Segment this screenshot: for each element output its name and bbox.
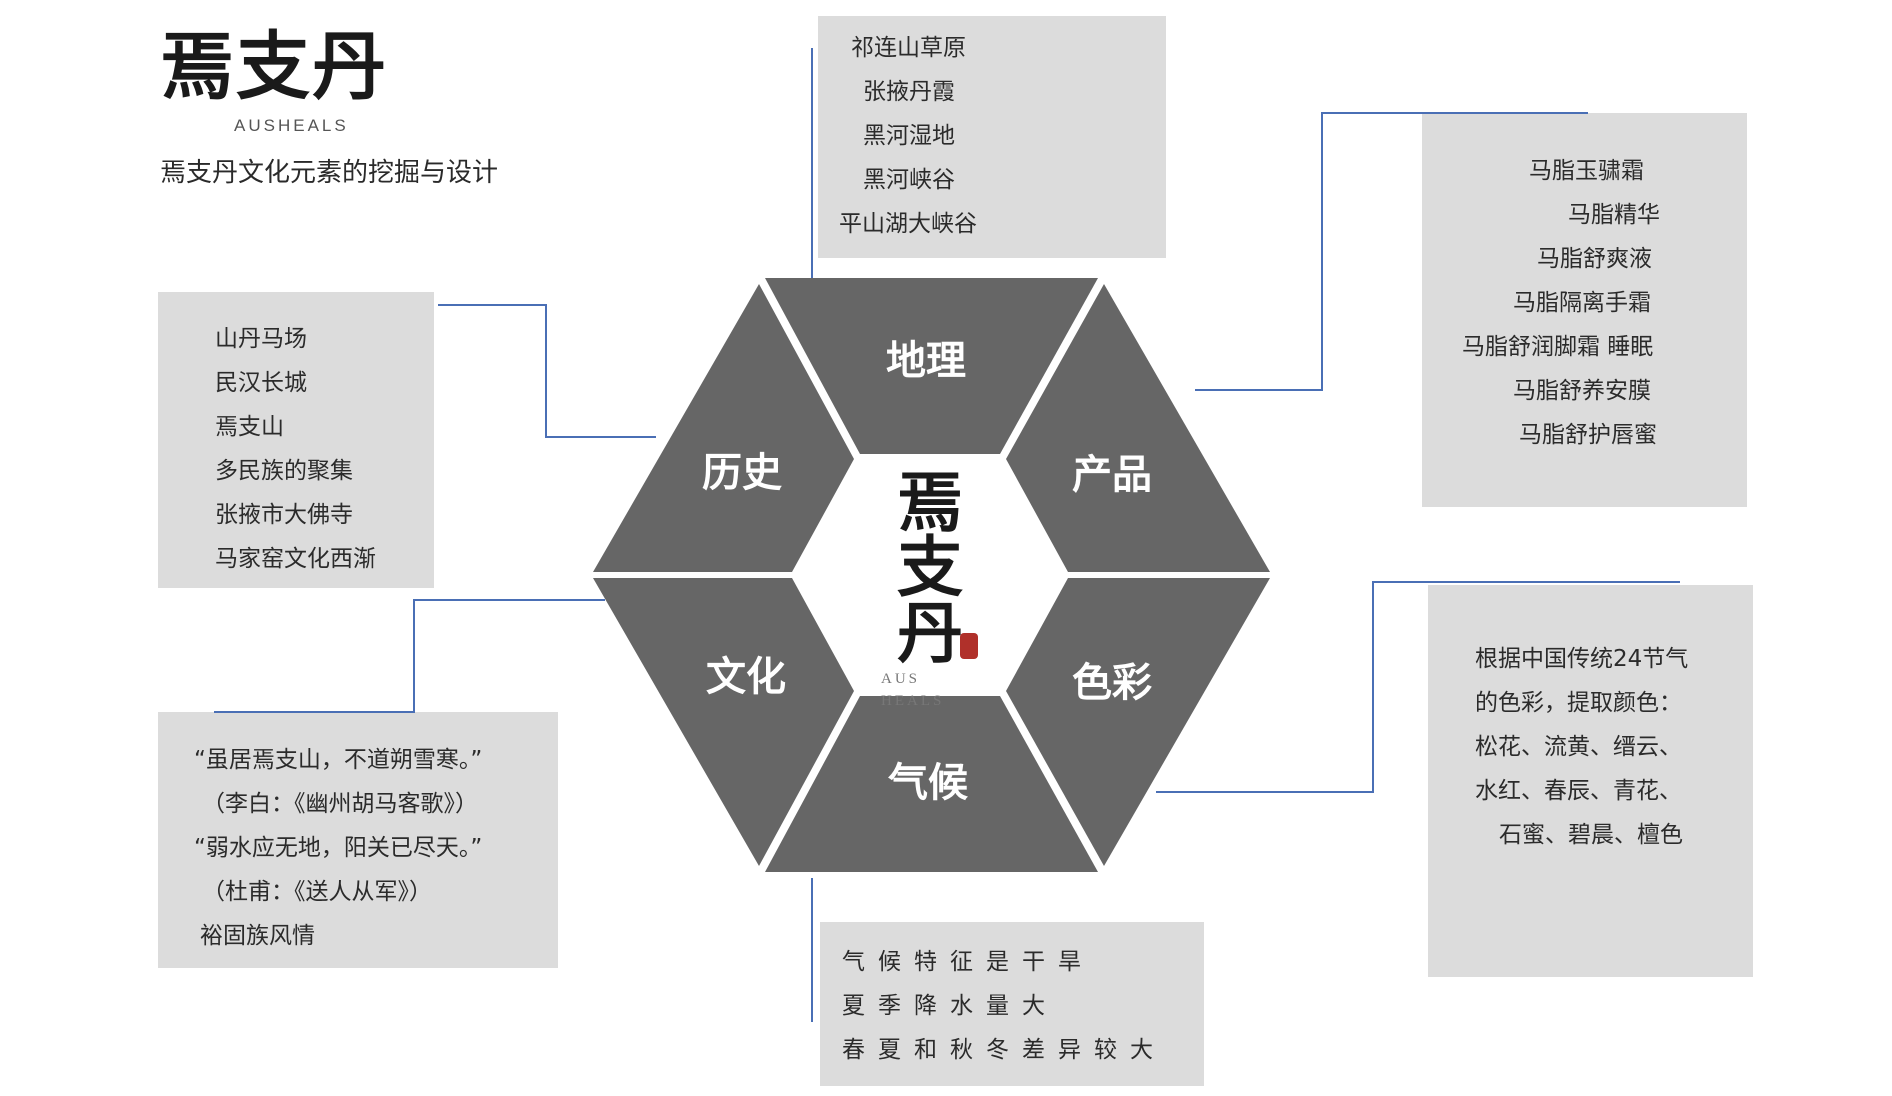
center-sub-1: AUS: [881, 670, 921, 687]
hex-label-color: 色彩: [1072, 660, 1152, 706]
connector-product: [1195, 112, 1588, 391]
brand-logo: 焉支丹 AUSHEALS: [160, 30, 460, 136]
segment-culture: [593, 578, 854, 866]
list-item: 的色彩，提取颜色：: [1475, 690, 1682, 716]
list-item: 石蜜、碧晨、檀色: [1499, 822, 1683, 848]
list-item: 马脂舒护唇蜜: [1519, 422, 1657, 448]
hex-label-climate: 气候: [888, 760, 968, 806]
list-item: 张掖市大佛寺: [215, 502, 353, 528]
list-item: （李白：《幽州胡马客歌》）: [202, 791, 478, 817]
list-item: 黑河峡谷: [863, 167, 955, 193]
list-item: 马脂玉骕霜: [1529, 158, 1644, 184]
list-item: 马脂舒润脚霜 睡眠: [1462, 334, 1654, 360]
list-item: 夏季降水量大: [842, 993, 1058, 1019]
segment-climate: [765, 696, 1098, 872]
connector-color: [1156, 581, 1680, 793]
list-item: 多民族的聚集: [215, 458, 353, 484]
list-item: （杜甫：《送人从军》）: [202, 879, 432, 905]
center-glyph-1: 焉: [897, 463, 963, 541]
segment-product: [1006, 284, 1270, 572]
panel-geography: 祁连山草原 张掖丹霞 黑河湿地 黑河峡谷 平山湖大峡谷: [818, 16, 1166, 258]
segment-geography: [765, 278, 1098, 454]
hex-label-culture: 文化: [706, 654, 786, 700]
page-subtitle: 焉支丹文化元素的挖掘与设计: [160, 158, 499, 188]
panel-product: 马脂玉骕霜 马脂精华 马脂舒爽液 马脂隔离手霜 马脂舒润脚霜 睡眠 马脂舒养安膜…: [1422, 113, 1747, 507]
list-item: “虽居焉支山，不道朔雪寒。”: [194, 747, 483, 773]
list-item: 气候特征是干旱: [842, 949, 1094, 975]
center-glyph-2: 支: [897, 528, 963, 607]
list-item: 马脂舒养安膜: [1513, 378, 1651, 404]
list-item: 马家窑文化西渐: [215, 546, 376, 572]
center-glyph-3: 丹: [897, 593, 963, 672]
segment-color: [1006, 578, 1270, 866]
hex-label-history: 历史: [702, 450, 782, 496]
list-item: “弱水应无地，阳关已尽天。”: [194, 835, 483, 861]
hex-label-product: 产品: [1072, 452, 1152, 498]
list-item: 焉支山: [215, 414, 284, 440]
list-item: 马脂舒爽液: [1537, 246, 1652, 272]
panel-culture: “虽居焉支山，不道朔雪寒。” （李白：《幽州胡马客歌》） “弱水应无地，阳关已尽…: [158, 712, 558, 968]
list-item: 马脂精华: [1568, 202, 1660, 228]
list-item: 祁连山草原: [851, 35, 966, 61]
connector-culture: [214, 599, 605, 713]
center-logo: 焉 支 丹 AUS HEALS: [875, 463, 985, 710]
segment-history: [593, 284, 854, 572]
brand-subname: AUSHEALS: [234, 116, 349, 135]
hex-label-geography: 地理: [886, 338, 966, 384]
list-item: 根据中国传统24节气: [1475, 646, 1689, 672]
panel-climate: 气候特征是干旱 夏季降水量大 春夏和秋冬差异较大: [820, 922, 1204, 1086]
panel-color: 根据中国传统24节气 的色彩，提取颜色： 松花、流黄、缙云、 水红、春辰、青花、…: [1428, 585, 1753, 977]
list-item: 张掖丹霞: [863, 79, 955, 105]
red-seal-stamp: [960, 633, 978, 659]
list-item: 平山湖大峡谷: [839, 211, 977, 237]
list-item: 水红、春辰、青花、: [1475, 778, 1682, 804]
list-item: 马脂隔离手霜: [1513, 290, 1651, 316]
brand-wordmark: 焉支丹: [160, 24, 388, 110]
connector-history: [438, 304, 656, 438]
center-sub-2: HEALS: [881, 692, 945, 709]
panel-history: 山丹马场 民汉长城 焉支山 多民族的聚集 张掖市大佛寺 马家窑文化西渐: [158, 292, 434, 588]
list-item: 春夏和秋冬差异较大: [842, 1037, 1166, 1063]
list-item: 松花、流黄、缙云、: [1475, 734, 1682, 760]
list-item: 裕固族风情: [200, 923, 315, 949]
list-item: 山丹马场: [215, 326, 307, 352]
list-item: 民汉长城: [215, 370, 307, 396]
list-item: 黑河湿地: [863, 123, 955, 149]
